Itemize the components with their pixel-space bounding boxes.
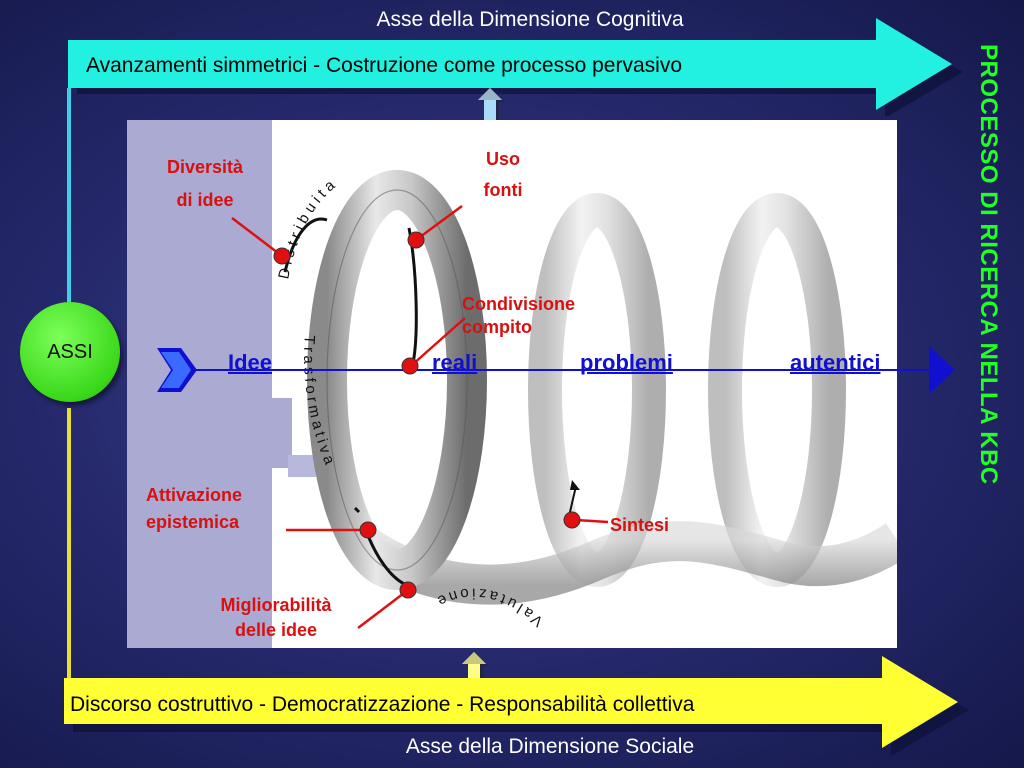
node-label-diversita-line2: di idee bbox=[176, 189, 234, 210]
node-dot-attivazione bbox=[359, 521, 377, 539]
diagram-panel-left-band bbox=[127, 120, 272, 648]
node-label-condivisione: Condivisione compito bbox=[462, 293, 575, 338]
bottom-axis-title: Asse della Dimensione Sociale bbox=[405, 735, 695, 758]
node-label-sintesi: Sintesi bbox=[610, 515, 670, 535]
top-axis-title: Asse della Dimensione Cognitiva bbox=[376, 8, 684, 31]
node-label-diversita-line1: Diversità bbox=[166, 157, 244, 177]
cyan-connector-vertical bbox=[67, 88, 71, 302]
bottom-yellow-arrow bbox=[64, 656, 969, 756]
bottom-arrow-text: Discorso costruttivo - Democratizzazione… bbox=[70, 693, 695, 716]
node-label-migliorabilita-line2: delle idee bbox=[234, 619, 318, 640]
assi-label: ASSI bbox=[47, 340, 93, 363]
node-label-diversita: Diversità di idee bbox=[140, 156, 270, 211]
node-label-uso-fonti: Uso fonti bbox=[468, 148, 538, 201]
side-title: PROCESSO DI RICERCA NELLA KBC bbox=[975, 44, 1002, 485]
spiral-illustration bbox=[283, 170, 897, 605]
node-label-attivazione-line1: Attivazione bbox=[146, 485, 243, 505]
top-arrow-text: Avanzamenti simmetrici - Costruzione com… bbox=[86, 54, 682, 77]
axis-word-problemi: problemi bbox=[580, 350, 673, 375]
node-dot-uso-fonti bbox=[407, 231, 425, 249]
assi-circle: ASSI bbox=[20, 302, 120, 402]
left-band-notch-2 bbox=[288, 455, 316, 477]
yellow-connector-vertical bbox=[67, 408, 71, 693]
horizontal-axis bbox=[157, 346, 955, 394]
node-label-migliorabilita: Migliorabilità delle idee bbox=[196, 594, 356, 641]
node-label-migliorabilita-line1: Migliorabilità bbox=[220, 595, 332, 615]
axis-word-autentici: autentici bbox=[790, 350, 881, 375]
node-label-attivazione-line2: epistemica bbox=[146, 511, 240, 532]
top-cyan-arrow bbox=[68, 18, 962, 116]
node-label-uso-line1: Uso bbox=[485, 149, 520, 169]
up-arrow-cyan-icon bbox=[478, 88, 505, 128]
left-band-notch bbox=[272, 398, 292, 468]
node-label-attivazione: Attivazione epistemica bbox=[146, 484, 242, 533]
axis-word-reali: reali bbox=[432, 350, 478, 375]
node-label-uso-line2: fonti bbox=[483, 179, 523, 200]
node-dot-condivisione bbox=[401, 357, 419, 375]
node-dot-diversita bbox=[273, 247, 291, 265]
spiral-labels: Distribuita Trasformativa Valutazione bbox=[275, 174, 546, 630]
node-label-condivisione-line2: compito bbox=[462, 316, 532, 337]
node-label-condivisione-line1: Condivisione bbox=[462, 294, 576, 314]
node-dot-sintesi bbox=[563, 511, 581, 529]
node-dot-migliorabilita bbox=[399, 581, 417, 599]
axis-word-idee: Idee bbox=[228, 350, 273, 375]
